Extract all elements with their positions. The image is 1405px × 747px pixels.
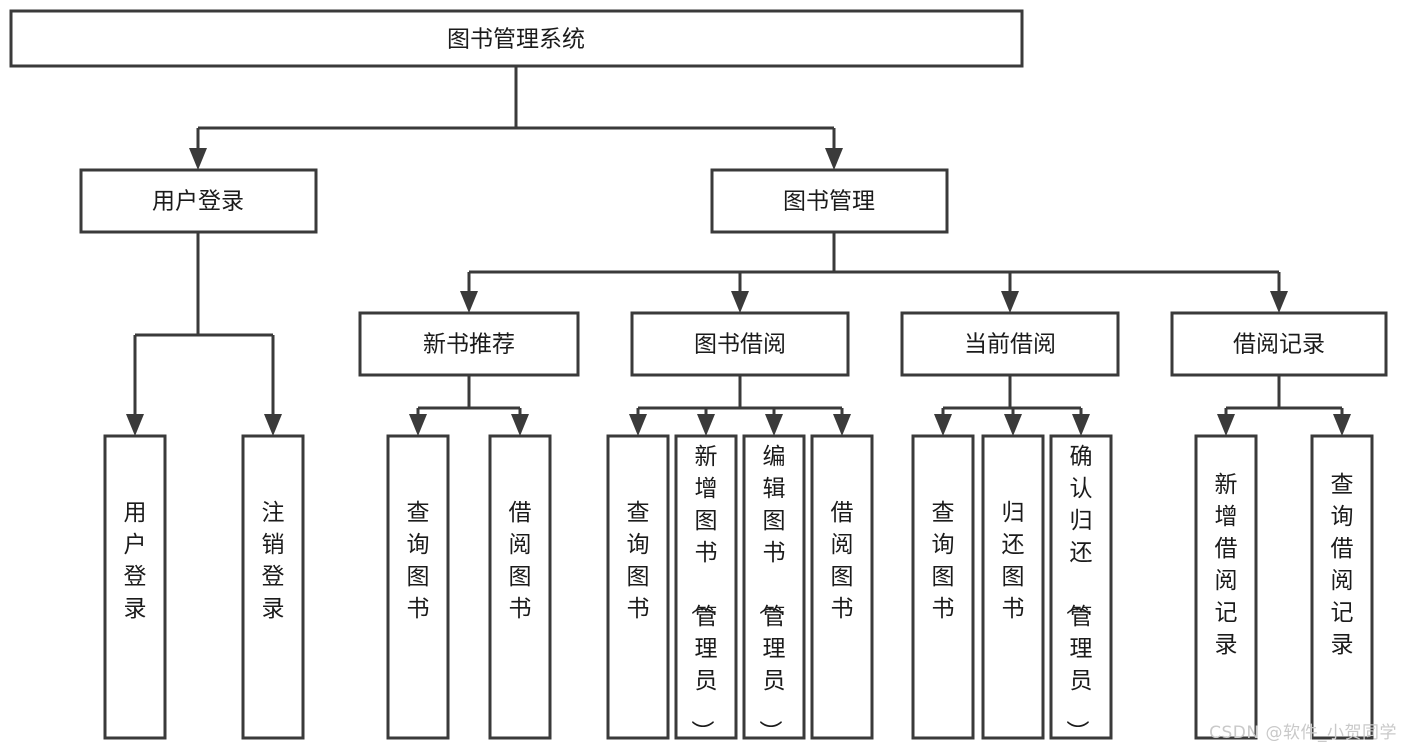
- leaf-confirm-return-admin-box[interactable]: [1049, 434, 1113, 740]
- leaf-add-borrow-record-label: 新增借阅记录: [1215, 472, 1238, 658]
- leaf-borrow-book-1-box[interactable]: [488, 434, 552, 740]
- leaf-query-book-1-box[interactable]: [386, 434, 450, 740]
- leaf-query-borrow-record-box[interactable]: [1310, 434, 1374, 740]
- leaf-return-book-label: 归还图书: [1002, 500, 1025, 622]
- leaf-add-borrow-record-box[interactable]: [1194, 434, 1258, 740]
- leaf-query-book-2[interactable]: 查询图书: [606, 434, 670, 740]
- leaf-user-login-box[interactable]: [103, 434, 167, 740]
- leaf-query-book-3-box[interactable]: [911, 434, 975, 740]
- node-book-management-label: 图书管理: [783, 189, 875, 215]
- arrow-user-login-leaf-2: [264, 414, 282, 436]
- node-borrow-record-box[interactable]: [1170, 311, 1388, 377]
- leaf-borrow-book-1[interactable]: 借阅图书: [488, 434, 552, 740]
- node-root-system-label: 图书管理系统: [447, 27, 585, 53]
- leaf-query-book-1-label: 查询图书: [407, 500, 430, 622]
- arrow-br-leaf-1: [1217, 414, 1235, 436]
- node-user-login-label: 用户登录: [152, 189, 244, 215]
- leaf-borrow-book-2[interactable]: 借阅图书: [810, 434, 874, 740]
- node-new-book-recommend-box[interactable]: [358, 311, 580, 377]
- arrow-bb-leaf-4: [833, 414, 851, 436]
- node-root-system-box[interactable]: [9, 9, 1024, 68]
- node-borrow-record-label: 借阅记录: [1233, 332, 1325, 358]
- node-new-book-recommend-label: 新书推荐: [423, 332, 515, 358]
- arrow-bm-to-book-borrow: [731, 291, 749, 313]
- arrow-bm-to-new-book-recommend: [460, 291, 478, 313]
- leaf-add-borrow-record[interactable]: 新增借阅记录: [1194, 434, 1258, 740]
- node-book-borrow-box[interactable]: [630, 311, 850, 377]
- node-book-management[interactable]: 图书管理: [710, 168, 949, 234]
- node-borrow-record[interactable]: 借阅记录: [1170, 311, 1388, 377]
- connector-group-current-borrow: [934, 375, 1090, 436]
- arrow-nbr-leaf-1: [409, 414, 427, 436]
- arrow-user-login-leaf-1: [126, 414, 144, 436]
- arrow-bb-leaf-1: [629, 414, 647, 436]
- connector-group-new-book-recommend: [409, 375, 529, 436]
- leaf-query-book-2-label: 查询图书: [627, 500, 650, 622]
- arrow-cb-leaf-3: [1072, 414, 1090, 436]
- leaf-user-logout-box[interactable]: [241, 434, 305, 740]
- node-root-system[interactable]: 图书管理系统: [9, 9, 1024, 68]
- node-current-borrow[interactable]: 当前借阅: [900, 311, 1120, 377]
- arrow-bm-to-current-borrow: [1001, 291, 1019, 313]
- arrow-bb-leaf-3: [765, 414, 783, 436]
- connector-group-user-login: [126, 232, 282, 436]
- node-current-borrow-box[interactable]: [900, 311, 1120, 377]
- leaf-user-logout[interactable]: 注销登录: [241, 434, 305, 740]
- arrow-bb-leaf-2: [697, 414, 715, 436]
- leaf-confirm-return-admin-label: 确认归还（管理员）: [1064, 444, 1093, 743]
- arrow-cb-leaf-1: [934, 414, 952, 436]
- leaf-query-borrow-record-label: 查询借阅记录: [1331, 472, 1354, 658]
- leaf-edit-book-admin-box[interactable]: [742, 434, 806, 740]
- node-user-login[interactable]: 用户登录: [79, 168, 318, 234]
- leaf-add-book-admin-label: 新增图书（管理员）: [689, 444, 718, 743]
- leaf-return-book-box[interactable]: [981, 434, 1045, 740]
- leaf-return-book[interactable]: 归还图书: [981, 434, 1045, 740]
- node-book-management-box[interactable]: [710, 168, 949, 234]
- connector-group-root: [189, 66, 843, 170]
- leaf-edit-book-admin[interactable]: 编辑图书（管理员）: [742, 434, 806, 743]
- connector-group-book-management: [460, 232, 1288, 313]
- node-current-borrow-label: 当前借阅: [964, 332, 1056, 358]
- arrow-br-leaf-2: [1333, 414, 1351, 436]
- arrow-root-to-user-login: [189, 148, 207, 170]
- arrow-cb-leaf-2: [1004, 414, 1022, 436]
- arrow-nbr-leaf-2: [511, 414, 529, 436]
- leaf-user-login[interactable]: 用户登录: [103, 434, 167, 740]
- connector-group-book-borrow: [629, 375, 851, 436]
- leaf-user-login-label: 用户登录: [124, 500, 147, 622]
- leaf-query-book-3-label: 查询图书: [932, 500, 955, 622]
- node-new-book-recommend[interactable]: 新书推荐: [358, 311, 580, 377]
- node-book-borrow[interactable]: 图书借阅: [630, 311, 850, 377]
- arrow-bm-to-borrow-record: [1270, 291, 1288, 313]
- leaf-borrow-book-2-label: 借阅图书: [831, 500, 854, 622]
- leaf-query-book-2-box[interactable]: [606, 434, 670, 740]
- node-book-borrow-label: 图书借阅: [694, 332, 786, 358]
- leaf-query-book-3[interactable]: 查询图书: [911, 434, 975, 740]
- leaf-user-logout-label: 注销登录: [262, 500, 285, 622]
- leaf-query-book-1[interactable]: 查询图书: [386, 434, 450, 740]
- leaf-add-book-admin-box[interactable]: [674, 434, 738, 740]
- arrow-root-to-book-management: [825, 148, 843, 170]
- leaf-add-book-admin[interactable]: 新增图书（管理员）: [674, 434, 738, 743]
- leaf-confirm-return-admin[interactable]: 确认归还（管理员）: [1049, 434, 1113, 743]
- leaf-borrow-book-2-box[interactable]: [810, 434, 874, 740]
- leaf-edit-book-admin-label: 编辑图书（管理员）: [757, 444, 786, 743]
- node-user-login-box[interactable]: [79, 168, 318, 234]
- connector-group-borrow-record: [1217, 375, 1351, 436]
- leaf-borrow-book-1-label: 借阅图书: [509, 500, 532, 622]
- leaf-query-borrow-record[interactable]: 查询借阅记录: [1310, 434, 1374, 740]
